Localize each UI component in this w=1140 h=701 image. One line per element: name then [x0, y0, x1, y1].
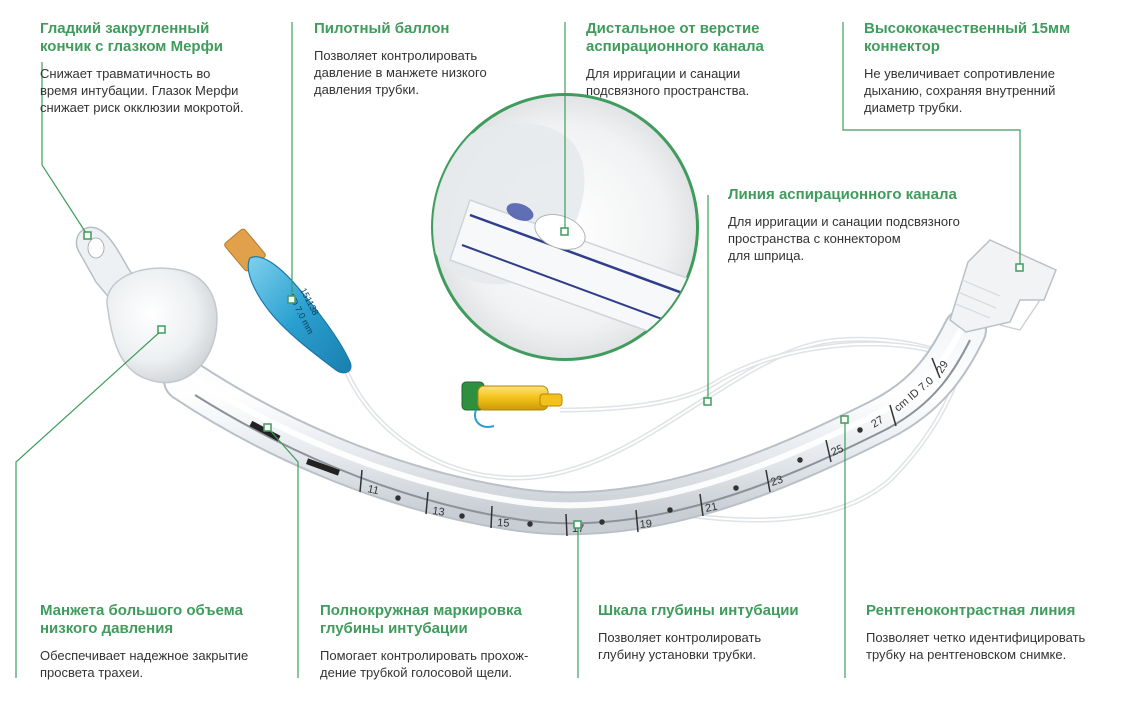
depth-mark-11: 11 — [366, 483, 380, 497]
leader-markers — [83, 227, 1024, 529]
callout-title: Полнокружная маркировка глубины интубаци… — [320, 602, 522, 637]
depth-mark-13: 13 — [432, 505, 446, 519]
callout-scale: Шкала глубины интубации Позволяет контро… — [598, 602, 799, 663]
callout-title: Дистальное от верстие аспирационного кан… — [586, 20, 764, 55]
callout-title: Высококачественный 15мм коннектор — [864, 20, 1071, 55]
callout-title: Пилотный баллон — [314, 20, 450, 37]
callout-text: Позволяет четко идентифицировать трубку … — [866, 630, 1086, 662]
callout-text: Не увеличивает сопротивление дыханию, со… — [864, 66, 1056, 115]
depth-mark-23: 23 — [769, 474, 784, 489]
callout-title: Манжета большого объема низкого давления — [40, 602, 243, 637]
leader-lines — [15, 22, 1021, 678]
marking-band-2 — [305, 458, 341, 476]
callout-text: Снижает травматичность во время интубаци… — [40, 66, 244, 115]
depth-mark-21: 21 — [704, 501, 718, 515]
pilot-balloon: I.D 7.0 mm 151138 — [224, 228, 352, 374]
depth-mark-19: 19 — [639, 518, 652, 531]
callout-title: Линия аспирационного канала — [728, 186, 957, 203]
callout-text: Обеспечивает надежное закрытие просвета … — [40, 648, 249, 680]
radiopaque-line — [194, 339, 971, 525]
callout-title: Рентгеноконтрастная линия — [866, 602, 1076, 619]
callout-text: Для ирригации и санации подсвязного прос… — [728, 214, 960, 263]
callout-connector: Высококачественный 15мм коннектор Не уве… — [864, 20, 1070, 116]
callout-title: Шкала глубины интубации — [598, 602, 799, 619]
callout-marking: Полнокружная маркировка глубины интубаци… — [320, 602, 528, 681]
callout-text: Позволяет контролировать глубину установ… — [598, 630, 762, 662]
callout-distal-opening: Дистальное от верстие аспирационного кан… — [586, 20, 764, 99]
depth-scale — [359, 357, 941, 537]
callout-radiopaque: Рентгеноконтрастная линия Позволяет четк… — [866, 602, 1085, 663]
depth-mark-15: 15 — [497, 517, 510, 530]
zoom-inset — [431, 93, 699, 361]
depth-mark-29: 29 — [934, 359, 951, 376]
callout-tip: Гладкий закругленный кончик с глазком Ме… — [40, 20, 244, 116]
depth-mark-25: 25 — [829, 443, 845, 459]
callout-text: Помогает контролировать прохож- дение тр… — [320, 648, 529, 680]
depth-mark-27: 27 — [869, 414, 886, 431]
callout-aspiration-line: Линия аспирационного канала Для ирригаци… — [728, 186, 960, 264]
callout-cuff: Манжета большого объема низкого давления… — [40, 602, 248, 681]
callout-text: Позволяет контролировать давление в манж… — [314, 48, 487, 97]
connector-15mm — [949, 239, 1057, 333]
callout-pilot-balloon: Пилотный баллон Позволяет контролировать… — [314, 20, 487, 98]
callout-text: Для ирригации и санации подсвязного прос… — [586, 66, 750, 98]
syringe-connector — [461, 381, 563, 428]
callout-title: Гладкий закругленный кончик с глазком Ме… — [40, 20, 223, 55]
